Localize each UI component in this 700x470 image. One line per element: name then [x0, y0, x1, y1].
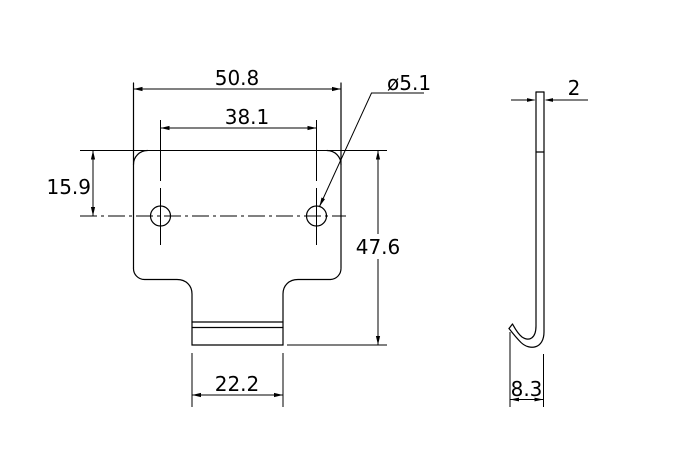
fillet-top-left — [132, 149, 149, 166]
dim-overall-height-label: 47.6 — [356, 235, 401, 259]
dim-overall-height: 47.6 — [356, 150, 401, 345]
dim-top-to-hole: 15.9 — [46, 150, 96, 216]
arrowhead-down — [375, 336, 381, 345]
dim-hole-spacing-label: 38.1 — [225, 105, 270, 129]
dim-hole-spacing: 38.1 — [160, 105, 317, 181]
profile-inner-surface — [511, 91, 537, 340]
arrowhead-right — [527, 98, 536, 102]
fillet-top-right — [326, 149, 342, 166]
profile-outer-surface — [508, 91, 545, 348]
dim-tab-width: 22.2 — [191, 353, 284, 407]
leader-line — [319, 92, 424, 207]
arrowhead-right — [332, 86, 341, 92]
hook-tip-cap — [508, 323, 514, 330]
leader-hole-diameter: ø5.1 — [319, 71, 431, 207]
arrowhead-down — [90, 207, 96, 216]
arrowhead-left — [544, 98, 553, 102]
leader-arrowhead — [319, 197, 325, 207]
dim-hook-depth-label: 8.3 — [511, 377, 543, 401]
arrowhead-left — [192, 392, 201, 398]
arrowhead-right — [307, 125, 317, 131]
plate-lower-contour — [132, 267, 342, 346]
dim-overall-width: 50.8 — [133, 66, 341, 92]
dim-thickness-label: 2 — [568, 76, 581, 100]
dim-thickness: 2 — [511, 76, 588, 102]
arrowhead-right — [274, 392, 283, 398]
dim-hook-depth: 8.3 — [509, 332, 544, 407]
dim-overall-width-label: 50.8 — [215, 66, 260, 90]
dim-top-to-hole-label: 15.9 — [46, 175, 91, 199]
arrowhead-left — [133, 86, 143, 92]
hole-diameter-label: ø5.1 — [387, 71, 431, 95]
arrowhead-up — [90, 150, 96, 160]
dim-tab-width-label: 22.2 — [215, 372, 260, 396]
arrowhead-left — [510, 397, 519, 402]
arrowhead-left — [160, 125, 170, 131]
side-view — [508, 91, 545, 348]
arrowhead-up — [375, 150, 381, 160]
front-view — [80, 82, 387, 346]
arrowhead-right — [534, 397, 544, 402]
